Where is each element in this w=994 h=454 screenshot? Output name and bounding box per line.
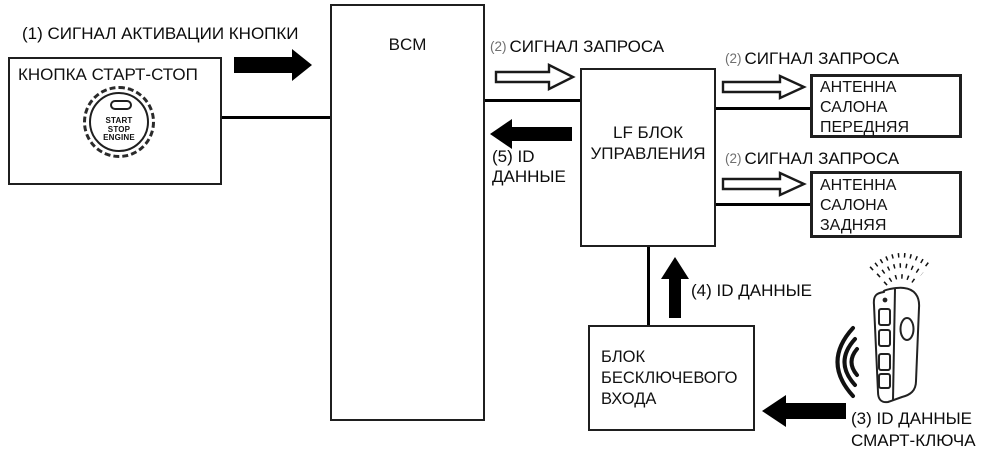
radio-waves-up-icon (869, 252, 931, 286)
keyless-box-line1: БЛОК (601, 347, 646, 366)
start-button-text-start: START (105, 116, 133, 125)
button-activation-signal-label: (1) СИГНАЛ АКТИВАЦИИ КНОПКИ (22, 24, 299, 43)
request-signal-label-rear: (2)СИГНАЛ ЗАПРОСА (725, 149, 900, 168)
rear-antenna-line3: ЗАДНЯЯ (820, 217, 887, 234)
bcm-box: BCM (330, 4, 485, 421)
id-data-5-label: (5) ID ДАННЫЕ (492, 147, 566, 186)
keyless-box-line2: БЕСКЛЮЧЕВОГО (601, 368, 738, 387)
rear-cabin-antenna-box: АНТЕННА САЛОНА ЗАДНЯЯ (810, 171, 962, 238)
request-signal-label-front: (2)СИГНАЛ ЗАПРОСА (725, 49, 900, 68)
request-signal-arrow-front (721, 74, 807, 100)
wire-lf-to-keyless (647, 247, 650, 325)
id-data-arrow-keyless-to-lf (661, 257, 689, 319)
request-signal-arrow-rear (721, 171, 807, 197)
front-cabin-antenna-box: АНТЕННА САЛОНА ПЕРЕДНЯЯ (810, 74, 962, 138)
start-button-inner-ring: START STOP ENGINE (89, 92, 149, 152)
start-button-text-engine: ENGINE (103, 133, 135, 142)
keyless-entry-unit-box: БЛОК БЕСКЛЮЧЕВОГО ВХОДА (588, 325, 755, 431)
wire-lf-to-front-antenna (716, 107, 810, 110)
start-button-indicator (110, 100, 132, 110)
bcm-box-title: BCM (388, 35, 427, 54)
lf-box-title-line1: LF БЛОК (612, 122, 683, 142)
start-button-text-stop: STOP (107, 124, 131, 134)
activation-signal-arrow (234, 49, 312, 81)
rear-antenna-line2: САЛОНА (820, 197, 888, 214)
id-data-arrow-lf-to-bcm (490, 119, 572, 149)
smart-key-icon (869, 252, 931, 404)
front-antenna-line1: АНТЕННА (820, 79, 897, 96)
lf-control-unit-box: LF БЛОК УПРАВЛЕНИЯ (580, 68, 716, 247)
request-signal-arrow-bcm (494, 63, 576, 91)
front-antenna-line3: ПЕРЕДНЯЯ (820, 119, 910, 136)
id-data-4-label: (4) ID ДАННЫЕ (691, 281, 813, 300)
id-data-arrow-key-to-keyless (762, 395, 846, 427)
rear-antenna-line1: АНТЕННА (820, 177, 897, 194)
lf-box-title-line2: УПРАВЛЕНИЯ (590, 143, 706, 163)
request-signal-label-bcm: (2)СИГНАЛ ЗАПРОСА (490, 37, 665, 56)
keyless-box-line3: ВХОДА (601, 389, 657, 408)
wire-bcm-to-lf (485, 99, 582, 102)
start-stop-engine-button-icon: START STOP ENGINE (83, 86, 155, 158)
start-stop-button-box-title: КНОПКА СТАРТ-СТОП (18, 65, 198, 84)
wire-button-to-bcm (222, 116, 330, 119)
radio-waves-left-icon (835, 326, 859, 398)
id-data-smart-key-label: (3) ID ДАННЫЕ СМАРТ-КЛЮЧА (851, 409, 976, 450)
front-antenna-line2: САЛОНА (820, 99, 888, 116)
wire-lf-to-rear-antenna (716, 203, 810, 206)
start-stop-button-box: КНОПКА СТАРТ-СТОП START STOP ENGINE (8, 57, 222, 185)
